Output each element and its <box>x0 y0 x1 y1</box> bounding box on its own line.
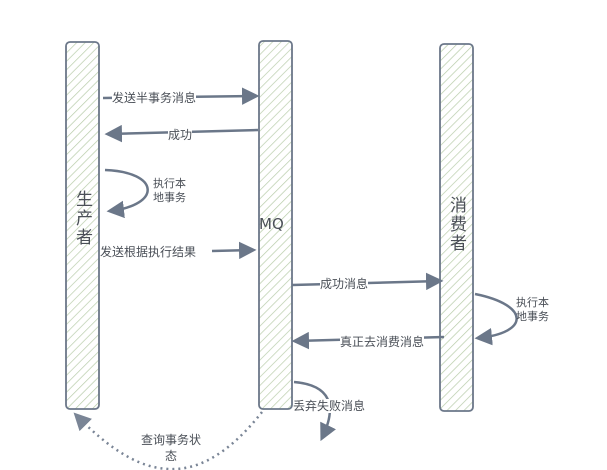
consumer-label: 消费者 <box>446 196 466 253</box>
label-send-result: 发送根据执行结果 <box>100 245 197 259</box>
label-exec-local-producer: 执行本地事务 <box>153 177 186 204</box>
label-exec-local-consumer: 执行本地事务 <box>516 296 549 323</box>
arrow-exec-local-producer <box>104 168 149 219</box>
producer-lifeline <box>65 41 100 410</box>
label-success: 成功 <box>168 128 193 142</box>
arrow-send-result <box>211 241 257 260</box>
arrow-discard <box>293 380 336 442</box>
consumer-lifeline <box>439 43 474 412</box>
mq-label: MQ <box>259 215 284 233</box>
label-success-msg: 成功消息 <box>320 277 369 291</box>
label-send-half: 发送半事务消息 <box>112 91 197 105</box>
arrow-query-status <box>73 411 263 470</box>
arrow-exec-local-consumer <box>474 292 518 346</box>
label-query-status: 查询事务状态 <box>141 433 202 463</box>
label-real-consume: 真正去消费消息 <box>340 335 425 349</box>
producer-label: 生产者 <box>72 190 92 247</box>
label-discard: 丢弃失败消息 <box>293 399 366 413</box>
mq-lifeline <box>258 40 293 410</box>
